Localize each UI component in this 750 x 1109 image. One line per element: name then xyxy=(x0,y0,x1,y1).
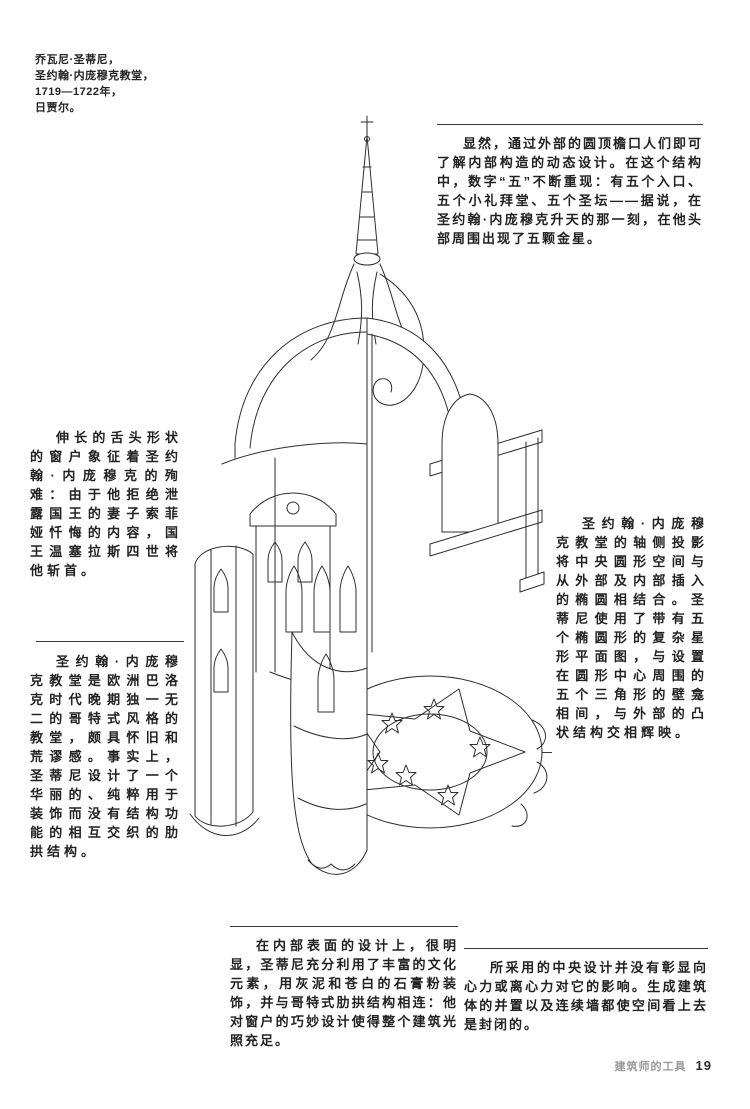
rule-bottom-center xyxy=(230,926,458,927)
rule-top-right xyxy=(437,124,703,125)
caption-left-upper: 伸长的舌头形状的窗户象征着圣约翰·内庞穆克的殉难：由于他拒绝泄露国王的妻子索菲娅… xyxy=(30,430,182,578)
caption-top-right: 显然，通过外部的圆顶檐口人们即可了解内部构造的动态设计。在这个结构中，数字“五”… xyxy=(437,136,704,246)
page-footer: 建筑师的工具 19 xyxy=(615,1058,712,1074)
footer-book-title: 建筑师的工具 xyxy=(614,1061,687,1073)
caption-bottom-center: 在内部表面的设计上，很明显，圣蒂尼充分利用了丰富的文化元素，用灰泥和苍白的石膏粉… xyxy=(230,938,458,1048)
rule-bottom-right xyxy=(464,948,708,949)
caption-bottom-right: 所采用的中央设计并没有彰显向心力或离心力对它的影响。生成建筑体的并置以及连续墙都… xyxy=(464,960,708,1032)
caption-right-middle: 圣约翰·内庞穆克教堂的轴侧投影将中央圆形空间与从外部及内部插入的椭圆相结合。圣蒂… xyxy=(556,516,708,740)
rule-left-lower xyxy=(36,641,184,642)
caption-left-lower: 圣约翰·内庞穆克教堂是欧洲巴洛克时代晚期独一无二的哥特式风格的教堂，颇具怀旧和荒… xyxy=(30,654,182,859)
church-cutaway-figure xyxy=(180,112,565,902)
figure-credit-caption: 乔瓦尼·圣蒂尼， 圣约翰·内庞穆克教堂， 1719—1722年， 日贾尔。 xyxy=(35,54,155,114)
church-cutaway-drawing xyxy=(189,115,548,875)
footer-page-number: 19 xyxy=(695,1058,712,1073)
